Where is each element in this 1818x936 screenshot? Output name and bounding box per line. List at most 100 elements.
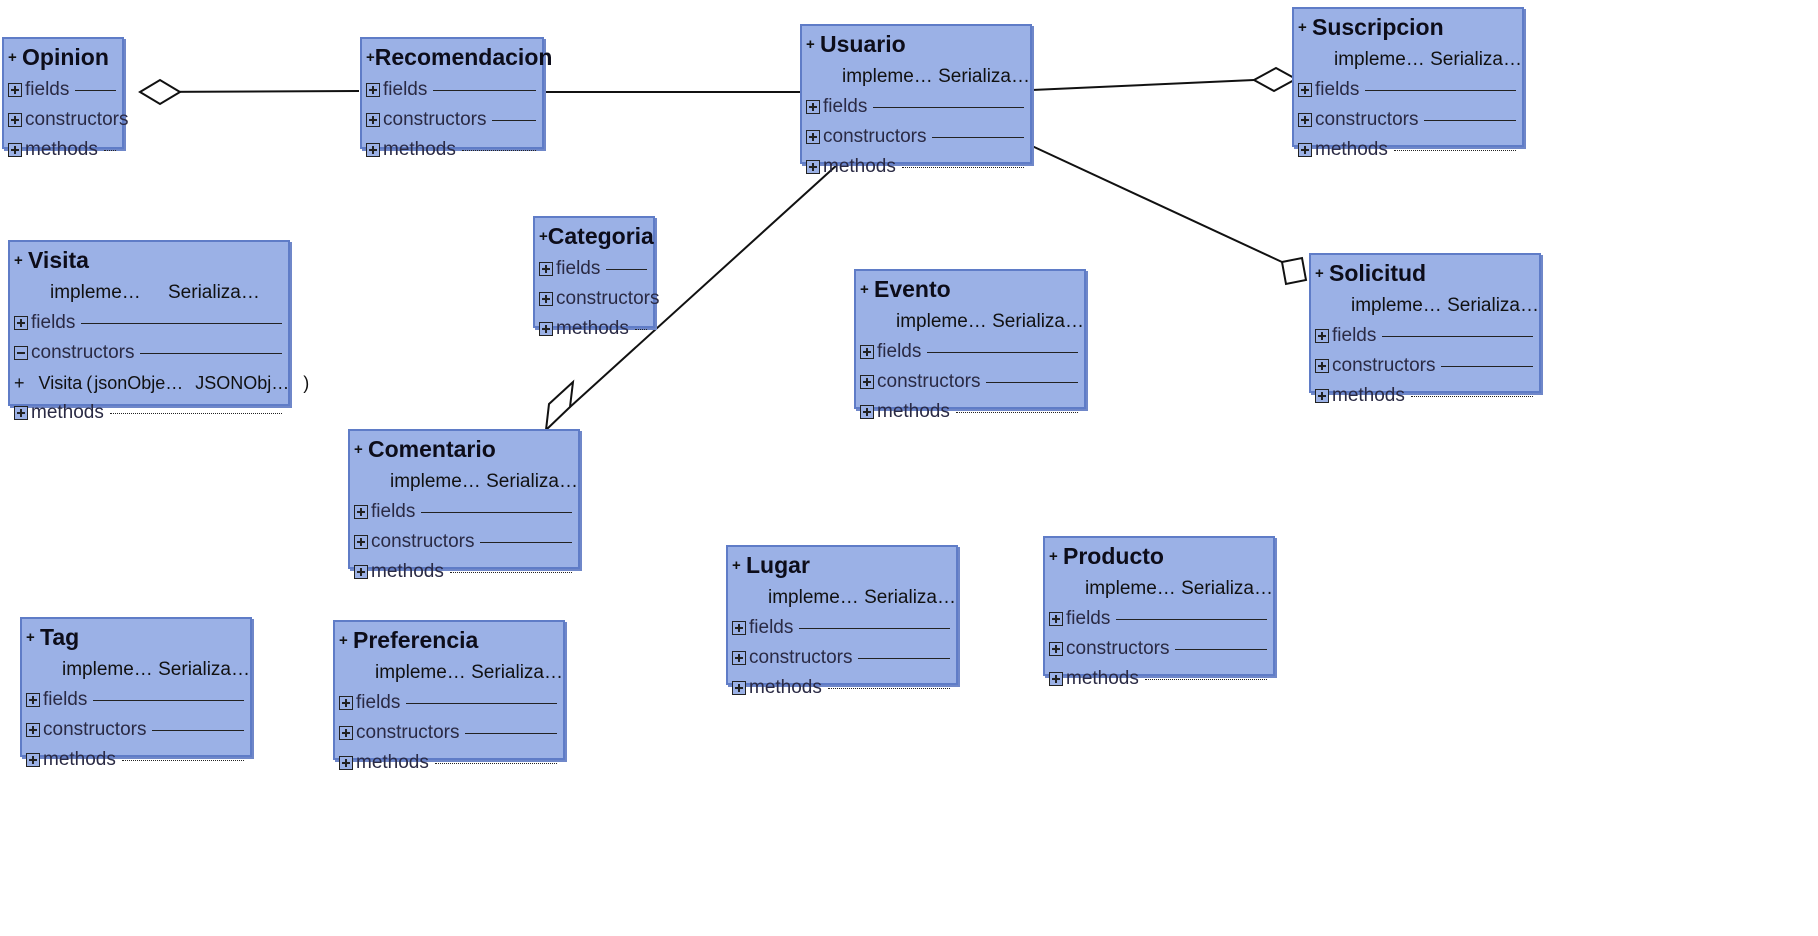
collapse-icon[interactable] bbox=[14, 346, 28, 360]
class-comentario[interactable]: +Comentario impleme…Serializa… fields co… bbox=[348, 429, 580, 582]
class-opinion[interactable]: +Opinion fields constructors methods bbox=[2, 37, 128, 160]
class-preferencia[interactable]: +Preferencia impleme…Serializa… fields c… bbox=[333, 620, 565, 773]
class-header[interactable]: +Preferencia bbox=[335, 622, 563, 658]
expand-icon[interactable] bbox=[1298, 143, 1312, 157]
expand-icon[interactable] bbox=[366, 113, 380, 127]
class-evento[interactable]: +Evento impleme…Serializa… fields constr… bbox=[854, 269, 1086, 422]
expand-icon[interactable] bbox=[354, 565, 368, 579]
constructors-section[interactable]: constructors bbox=[22, 715, 250, 745]
fields-section[interactable]: fields bbox=[1045, 604, 1273, 634]
methods-section[interactable]: methods bbox=[535, 314, 653, 344]
constructors-section[interactable]: constructors bbox=[4, 105, 128, 135]
expand-icon[interactable] bbox=[806, 130, 820, 144]
methods-section[interactable]: methods bbox=[1311, 381, 1539, 411]
class-header[interactable]: +Tag bbox=[22, 619, 250, 655]
fields-section[interactable]: fields bbox=[350, 497, 578, 527]
expand-icon[interactable] bbox=[860, 375, 874, 389]
expand-icon[interactable] bbox=[1049, 612, 1063, 626]
expand-icon[interactable] bbox=[1315, 329, 1329, 343]
methods-section[interactable]: methods bbox=[1294, 135, 1522, 165]
constructors-section[interactable]: constructors bbox=[1311, 351, 1539, 381]
constructors-section[interactable]: constructors bbox=[535, 284, 659, 314]
class-suscripcion[interactable]: +Suscripcion impleme…Serializa… fields c… bbox=[1292, 7, 1524, 160]
constructors-section[interactable]: constructors bbox=[350, 527, 578, 557]
expand-icon[interactable] bbox=[26, 723, 40, 737]
expand-icon[interactable] bbox=[14, 316, 28, 330]
class-header[interactable]: +Usuario bbox=[802, 26, 1030, 62]
expand-icon[interactable] bbox=[26, 753, 40, 767]
constructors-section[interactable]: constructors bbox=[1294, 105, 1522, 135]
constructors-section[interactable]: constructors bbox=[856, 367, 1084, 397]
class-header[interactable]: +Opinion bbox=[4, 39, 122, 75]
methods-section[interactable]: methods bbox=[856, 397, 1084, 427]
fields-section[interactable]: fields bbox=[4, 75, 122, 105]
constructors-section[interactable]: constructors bbox=[802, 122, 1030, 152]
expand-icon[interactable] bbox=[539, 322, 553, 336]
class-lugar[interactable]: +Lugar impleme…Serializa… fields constru… bbox=[726, 545, 958, 698]
expand-icon[interactable] bbox=[806, 160, 820, 174]
constructors-section[interactable]: constructors bbox=[362, 105, 542, 135]
methods-section[interactable]: methods bbox=[22, 745, 250, 775]
methods-section[interactable]: methods bbox=[335, 748, 563, 778]
class-producto[interactable]: +Producto impleme…Serializa… fields cons… bbox=[1043, 536, 1275, 689]
class-recomendacion[interactable]: +Recomendacion fields constructors metho… bbox=[360, 37, 552, 160]
class-header[interactable]: +Lugar bbox=[728, 547, 956, 583]
expand-icon[interactable] bbox=[1315, 389, 1329, 403]
class-visita[interactable]: +Visita impleme…Serializa… fields constr… bbox=[8, 240, 309, 423]
expand-icon[interactable] bbox=[1049, 642, 1063, 656]
class-header[interactable]: +Producto bbox=[1045, 538, 1273, 574]
class-header[interactable]: +Solicitud bbox=[1311, 255, 1539, 291]
class-header[interactable]: +Visita bbox=[10, 242, 288, 278]
fields-section[interactable]: fields bbox=[22, 685, 250, 715]
class-header[interactable]: +Recomendacion bbox=[362, 39, 552, 75]
class-header[interactable]: +Categoria bbox=[535, 218, 654, 254]
class-header[interactable]: +Suscripcion bbox=[1294, 9, 1522, 45]
expand-icon[interactable] bbox=[354, 535, 368, 549]
expand-icon[interactable] bbox=[806, 100, 820, 114]
expand-icon[interactable] bbox=[1315, 359, 1329, 373]
methods-section[interactable]: methods bbox=[1045, 664, 1273, 694]
expand-icon[interactable] bbox=[1049, 672, 1063, 686]
expand-icon[interactable] bbox=[539, 262, 553, 276]
fields-section[interactable]: fields bbox=[856, 337, 1084, 367]
methods-section[interactable]: methods bbox=[10, 398, 288, 428]
class-header[interactable]: +Comentario bbox=[350, 431, 578, 467]
expand-icon[interactable] bbox=[8, 83, 22, 97]
fields-section[interactable]: fields bbox=[362, 75, 542, 105]
class-tag[interactable]: +Tag impleme…Serializa… fields construct… bbox=[20, 617, 252, 770]
constructor-row[interactable]: + Visita ( jsonObje… JSONObj… ) bbox=[10, 368, 309, 398]
expand-icon[interactable] bbox=[860, 345, 874, 359]
methods-section[interactable]: methods bbox=[802, 152, 1030, 182]
fields-section[interactable]: fields bbox=[1311, 321, 1539, 351]
expand-icon[interactable] bbox=[14, 406, 28, 420]
methods-section[interactable]: methods bbox=[4, 135, 122, 165]
constructors-section[interactable]: constructors bbox=[335, 718, 563, 748]
expand-icon[interactable] bbox=[354, 505, 368, 519]
expand-icon[interactable] bbox=[732, 681, 746, 695]
expand-icon[interactable] bbox=[732, 651, 746, 665]
fields-section[interactable]: fields bbox=[728, 613, 956, 643]
expand-icon[interactable] bbox=[366, 83, 380, 97]
methods-section[interactable]: methods bbox=[350, 557, 578, 587]
fields-section[interactable]: fields bbox=[1294, 75, 1522, 105]
class-solicitud[interactable]: +Solicitud impleme…Serializa… fields con… bbox=[1309, 253, 1541, 406]
methods-section[interactable]: methods bbox=[728, 673, 956, 703]
expand-icon[interactable] bbox=[366, 143, 380, 157]
fields-section[interactable]: fields bbox=[335, 688, 563, 718]
constructors-section[interactable]: constructors bbox=[1045, 634, 1273, 664]
class-usuario[interactable]: +Usuario impleme…Serializa… fields const… bbox=[800, 24, 1032, 177]
expand-icon[interactable] bbox=[8, 113, 22, 127]
expand-icon[interactable] bbox=[339, 726, 353, 740]
expand-icon[interactable] bbox=[8, 143, 22, 157]
expand-icon[interactable] bbox=[1298, 113, 1312, 127]
expand-icon[interactable] bbox=[539, 292, 553, 306]
expand-icon[interactable] bbox=[339, 696, 353, 710]
constructors-section[interactable]: constructors bbox=[728, 643, 956, 673]
expand-icon[interactable] bbox=[1298, 83, 1312, 97]
fields-section[interactable]: fields bbox=[535, 254, 653, 284]
methods-section[interactable]: methods bbox=[362, 135, 542, 165]
constructors-section[interactable]: constructors bbox=[10, 338, 288, 368]
expand-icon[interactable] bbox=[732, 621, 746, 635]
class-categoria[interactable]: +Categoria fields constructors methods bbox=[533, 216, 659, 339]
expand-icon[interactable] bbox=[339, 756, 353, 770]
